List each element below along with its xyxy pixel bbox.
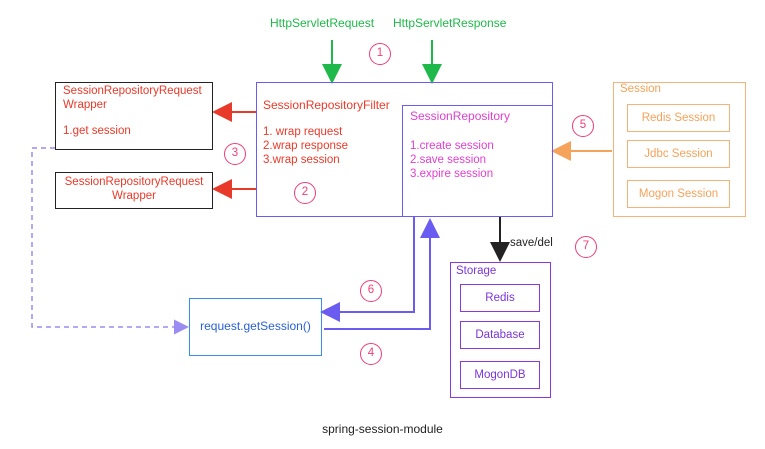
wrapper-top-item: 1.get session [63,125,131,137]
session-group [613,82,746,217]
repository-item: 3.expire session [410,168,494,180]
http-response-label: HttpServletResponse [393,16,507,30]
wrapper-top-line2: Wrapper [63,99,107,111]
request-wrapper-top [55,82,213,150]
wrapper-bottom-line1: SessionRepositoryRequest [64,176,204,188]
step-1-badge: 1 [369,43,391,65]
repository-title: SessionRepository [410,109,511,123]
storage-redis: Redis [460,284,540,312]
request-wrapper-bottom [55,172,213,209]
get-session-request-arrow [324,218,440,330]
save-del-label: save/del [510,237,553,249]
step-6-badge: 6 [360,280,382,302]
storage-title: Storage [456,265,497,277]
filter-item: 2.wrap response [263,140,349,152]
session-repository [402,105,553,217]
session-title: Session [620,83,661,95]
storage-database: Database [460,321,540,349]
redis-session: Redis Session [627,104,730,132]
jdbc-session: Jdbc Session [627,140,730,168]
step-5-badge: 5 [572,115,594,137]
get-session-dashed-arrow [31,147,189,335]
storage-mogondb: MogonDB [460,361,540,389]
filter-item: 1. wrap request [263,126,343,138]
diagram-caption: spring-session-module [322,422,443,436]
http-request-label: HttpServletRequest [270,16,375,30]
get-session-box [189,298,322,356]
filter-title: SessionRepositoryFilter [263,98,390,112]
wrapper-top-line1: SessionRepositoryRequest [63,85,202,97]
repository-item: 2.save session [410,154,487,166]
mogon-session: Mogon Session [627,180,730,208]
repository-item: 1.create session [410,140,494,152]
get-session-label: request.getSession() [200,319,311,333]
step-7-badge: 7 [575,236,597,258]
return-session-arrow [320,217,415,322]
step-3-badge: 3 [224,143,246,165]
storage-group [450,262,551,398]
step-4-badge: 4 [360,343,382,365]
wrapper-bottom-line2: Wrapper [112,190,156,202]
filter-item: 3.wrap session [263,154,340,166]
step-2-badge: 2 [294,182,316,204]
